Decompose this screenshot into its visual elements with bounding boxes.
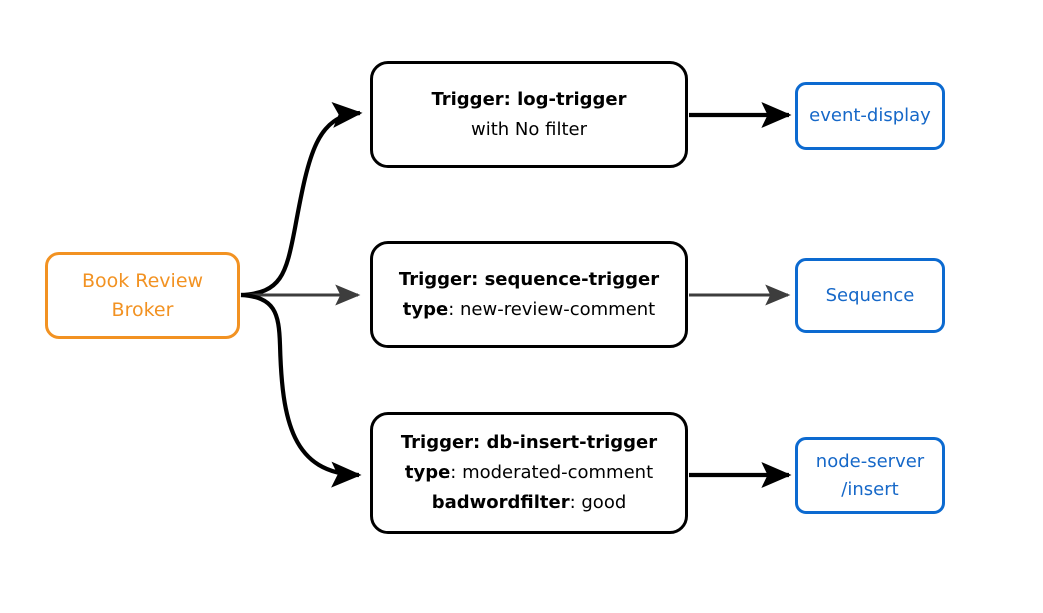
trigger-line-type: type: new-review-comment [403, 295, 655, 325]
trigger-line-value: with No filter [471, 118, 587, 140]
trigger-line-key: Trigger: log-trigger [431, 88, 627, 110]
trigger-line-title: Trigger: sequence-trigger [399, 265, 659, 295]
node-label-line: /insert [841, 478, 899, 500]
trigger-line-title: Trigger: log-trigger [431, 85, 626, 115]
node-sequence[interactable]: Sequence [795, 258, 945, 333]
trigger-line-value: : new-review-comment [448, 298, 656, 320]
trigger-line-title: Trigger: db-insert-trigger [401, 428, 657, 458]
trigger-line-type: type: moderated-comment [405, 458, 653, 488]
trigger-line-key: type [404, 462, 451, 483]
trigger-line-filter: with No filter [471, 115, 587, 145]
node-event-display[interactable]: event-display [795, 82, 945, 150]
node-db-insert-trigger[interactable]: Trigger: db-insert-trigger type: moderat… [370, 412, 688, 534]
trigger-line-value: : good [569, 492, 627, 513]
node-sequence-trigger[interactable]: Trigger: sequence-trigger type: new-revi… [370, 241, 688, 348]
edge-broker-to-log-trigger [240, 101, 363, 298]
node-book-review-broker[interactable]: Book Review Broker [45, 252, 240, 339]
node-label-line: Book Review [81, 269, 204, 292]
trigger-line-badwordfilter: badwordfilter: good [432, 488, 627, 518]
trigger-line-key: Trigger: db-insert-trigger [400, 432, 658, 453]
node-label-line: event-display [809, 105, 931, 126]
node-log-trigger[interactable]: Trigger: log-trigger with No filter [370, 61, 688, 168]
node-node-server-insert[interactable]: node-server /insert [795, 437, 945, 514]
edge-broker-to-db-insert-trigger [240, 292, 362, 488]
node-label-line: Broker [111, 298, 174, 321]
trigger-line-key: Trigger: sequence-trigger [398, 268, 660, 290]
node-label-line: node-server [815, 450, 925, 472]
trigger-line-key: badwordfilter [431, 492, 570, 513]
trigger-line-value: : moderated-comment [450, 462, 654, 483]
trigger-line-key: type [402, 298, 449, 320]
node-label-line: Sequence [825, 284, 915, 306]
